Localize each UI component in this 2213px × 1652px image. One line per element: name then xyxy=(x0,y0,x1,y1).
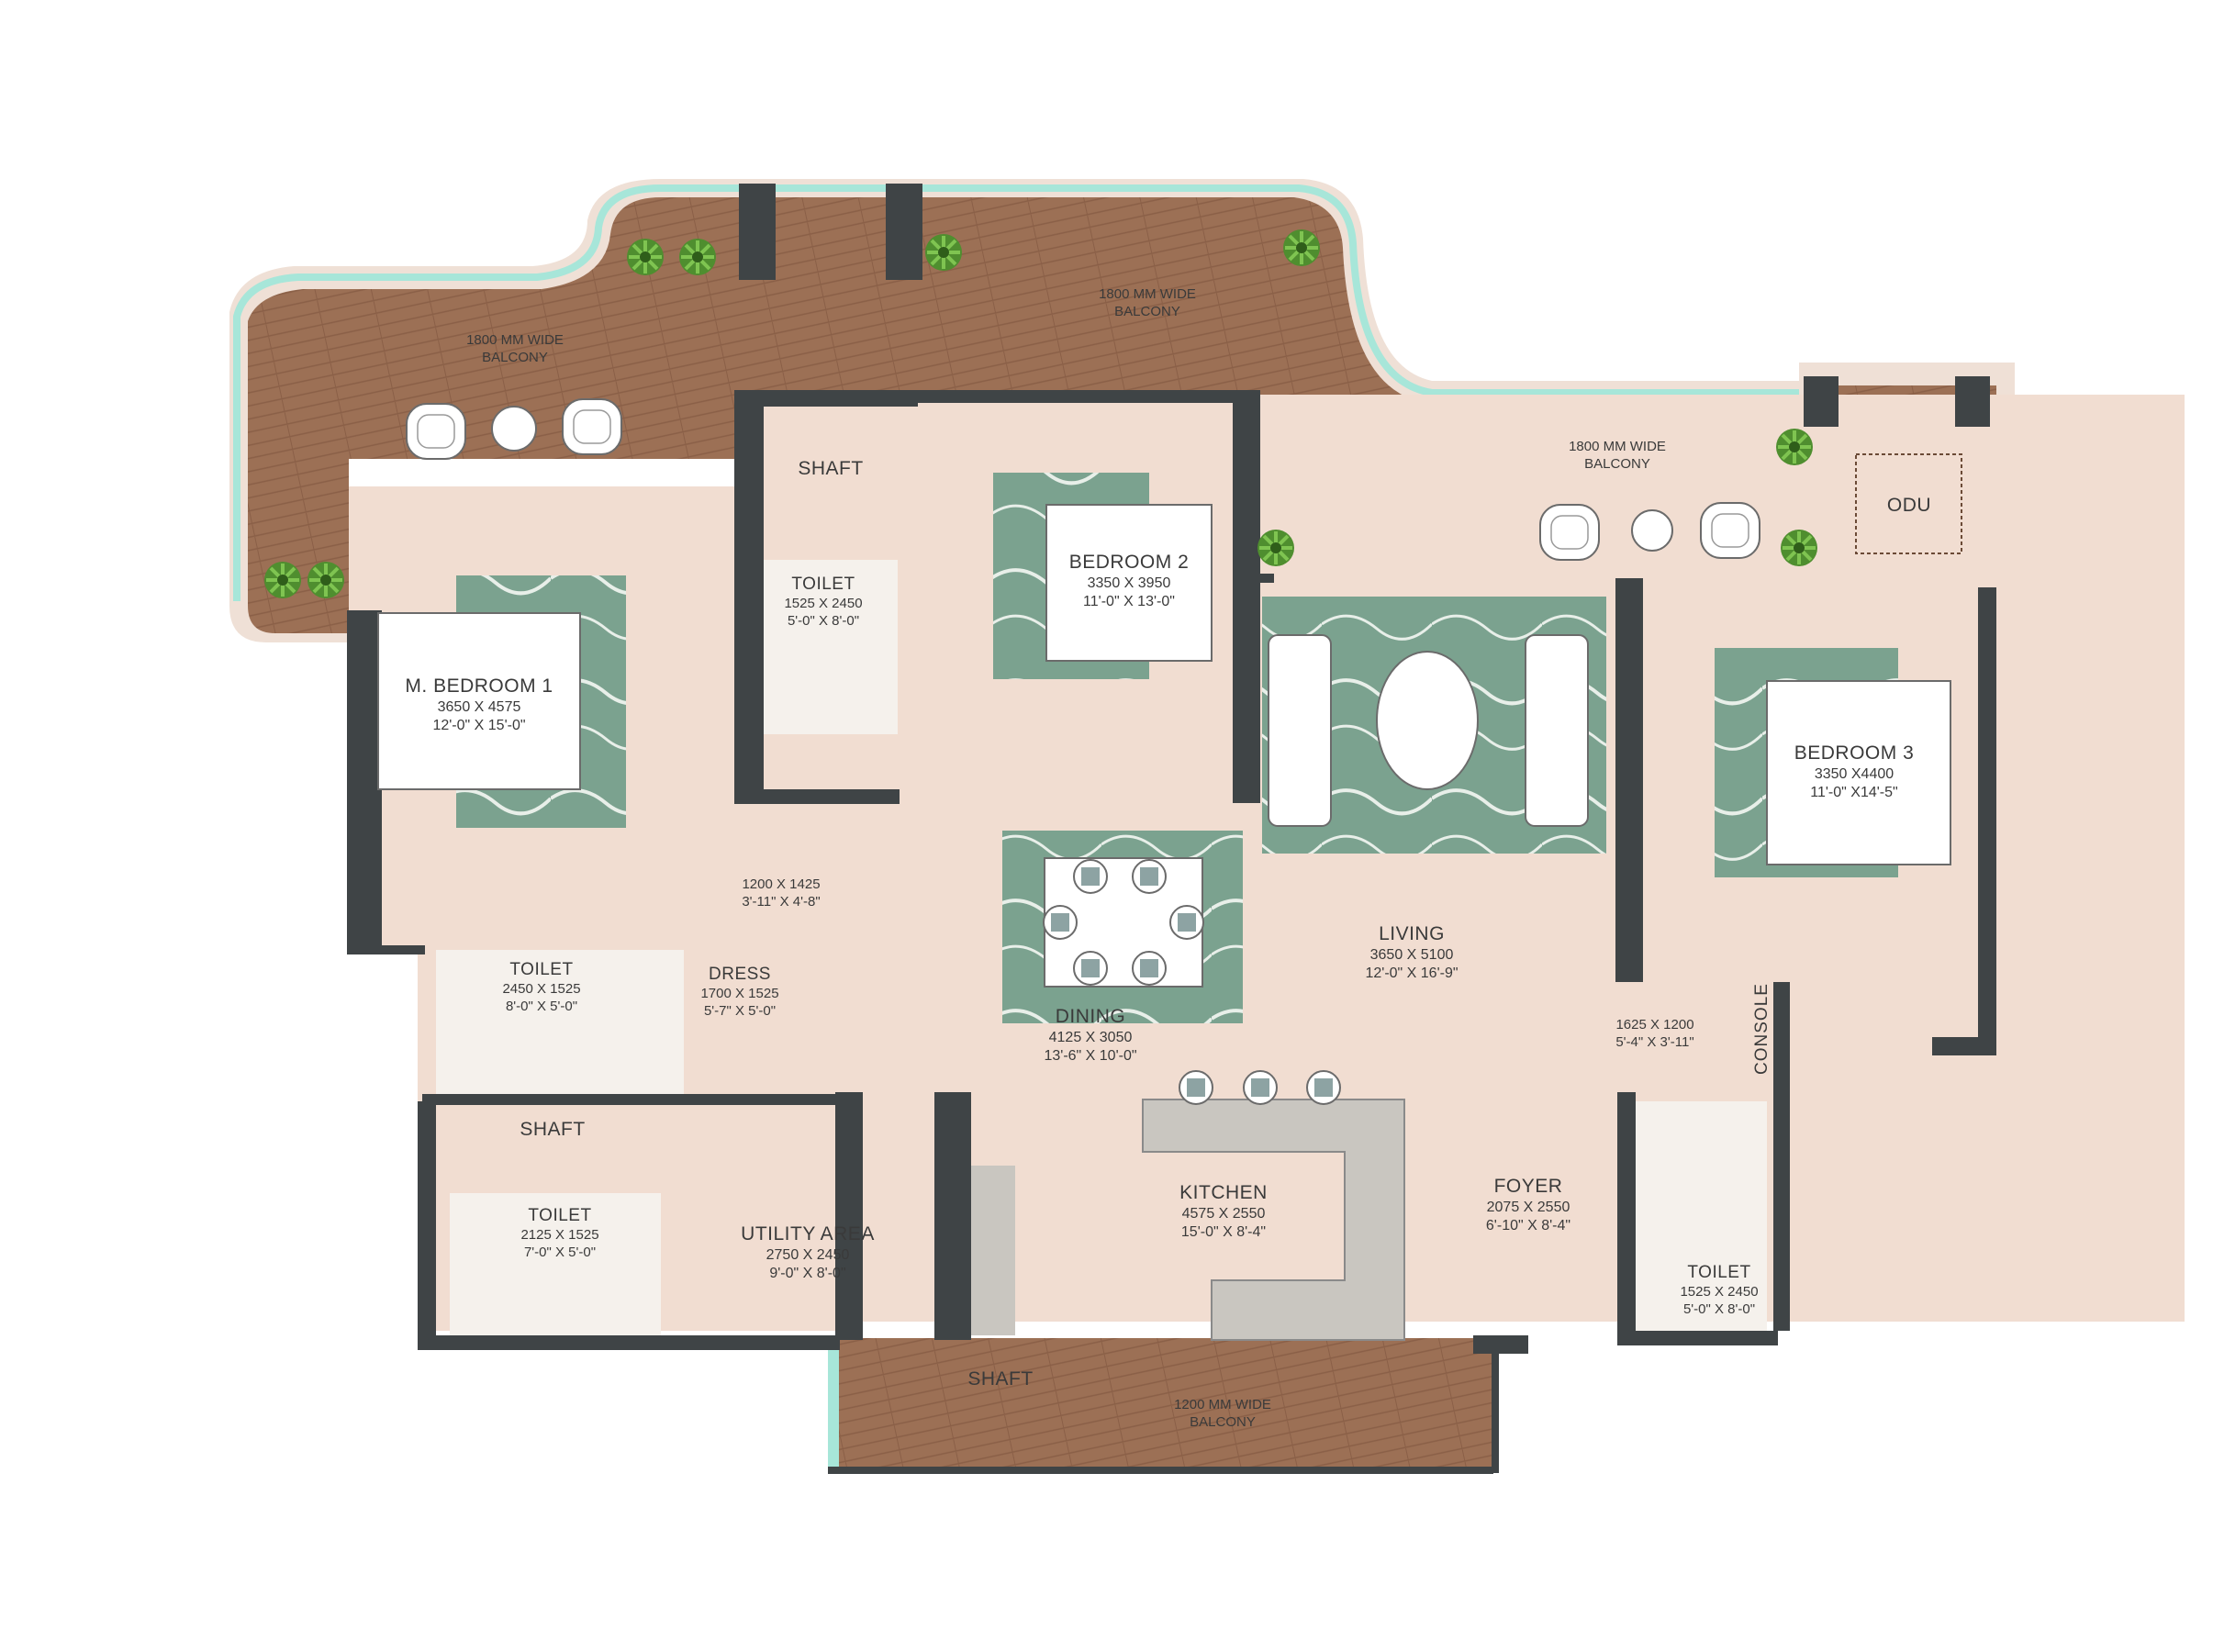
balcony-bottom-edge xyxy=(828,1467,1493,1474)
balcony-glass-railing xyxy=(233,184,1799,601)
balcony-bottom-label: 1200 MM WIDE BALCONY xyxy=(1174,1397,1271,1430)
bedroom2-label: BEDROOM 2 3350 X 3950 11'-0" X 13'-0" xyxy=(1068,552,1190,610)
toilet-foyer-label: TOILET 1525 X 2450 5'-0" X 8'-0" xyxy=(1680,1263,1759,1317)
master-bedroom-label: M. BEDROOM 1 3650 X 4575 12'-0" X 15'-0" xyxy=(405,675,553,734)
dress-label: DRESS 1700 X 1525 5'-7" X 5'-0" xyxy=(700,965,779,1019)
shaft-utility-label: SHAFT xyxy=(520,1119,586,1140)
bed-master xyxy=(377,612,581,790)
dining-label: DINING 4125 X 3050 13'-6" X 10'-0" xyxy=(1044,1006,1137,1065)
kitchen-counter xyxy=(1142,1099,1405,1341)
foyer-label: FOYER 2075 X 2550 6'-10" X 8'-4" xyxy=(1485,1176,1571,1234)
balcony-columns xyxy=(739,184,1990,427)
shaft-top-label: SHAFT xyxy=(798,458,864,479)
balcony-top-label: 1800 MM WIDE BALCONY xyxy=(1099,286,1196,319)
toilet-top-floor xyxy=(751,560,898,734)
toilet-top-label: TOILET 1525 X 2450 5'-0" X 8'-0" xyxy=(784,575,863,629)
sofa-right xyxy=(1525,634,1589,827)
toilet-mbr-label: TOILET 2450 X 1525 8'-0" X 5'-0" xyxy=(502,960,581,1014)
toilet-utility-floor xyxy=(450,1193,661,1335)
utility-label: UTILITY AREA 2750 X 2450 9'-0" X 8'-0" xyxy=(741,1223,875,1282)
shaft-bottom-label: SHAFT xyxy=(967,1368,1034,1390)
living-label: LIVING 3650 X 5100 12'-0" X 16'-9" xyxy=(1365,923,1459,982)
toilet-foyer-floor xyxy=(1634,1101,1767,1335)
sofa-left xyxy=(1268,634,1332,827)
coffee-table xyxy=(1376,651,1479,790)
passage-mbr-label: 1200 X 1425 3'-11" X 4'-8" xyxy=(742,876,821,910)
odu-label: ODU xyxy=(1886,495,1932,516)
balcony-bottom xyxy=(835,1338,1492,1471)
kitchen-label: KITCHEN 4575 X 2550 15'-0" X 8'-4" xyxy=(1179,1182,1268,1241)
kitchen-counter-left xyxy=(971,1166,1015,1335)
toilet-utility-label: TOILET 2125 X 1525 7'-0" X 5'-0" xyxy=(520,1206,599,1260)
balcony-left-label: 1800 MM WIDE BALCONY xyxy=(466,332,564,365)
bedroom3-label: BEDROOM 3 3350 X4400 11'-0" X14'-5" xyxy=(1794,742,1915,801)
odu-box xyxy=(1855,453,1962,554)
balcony-right-label: 1800 MM WIDE BALCONY xyxy=(1569,439,1666,472)
bed-bedroom2 xyxy=(1045,504,1213,662)
balcony-bottom-parapet xyxy=(828,1338,839,1471)
dining-table xyxy=(1043,857,1204,988)
toilet-mbr-floor xyxy=(436,950,684,1097)
bed-bedroom3 xyxy=(1766,680,1951,865)
console-label: CONSOLE xyxy=(1751,983,1772,1075)
walls xyxy=(347,390,1996,1473)
passage-br3-label: 1625 X 1200 5'-4" X 3'-11" xyxy=(1615,1017,1694,1050)
